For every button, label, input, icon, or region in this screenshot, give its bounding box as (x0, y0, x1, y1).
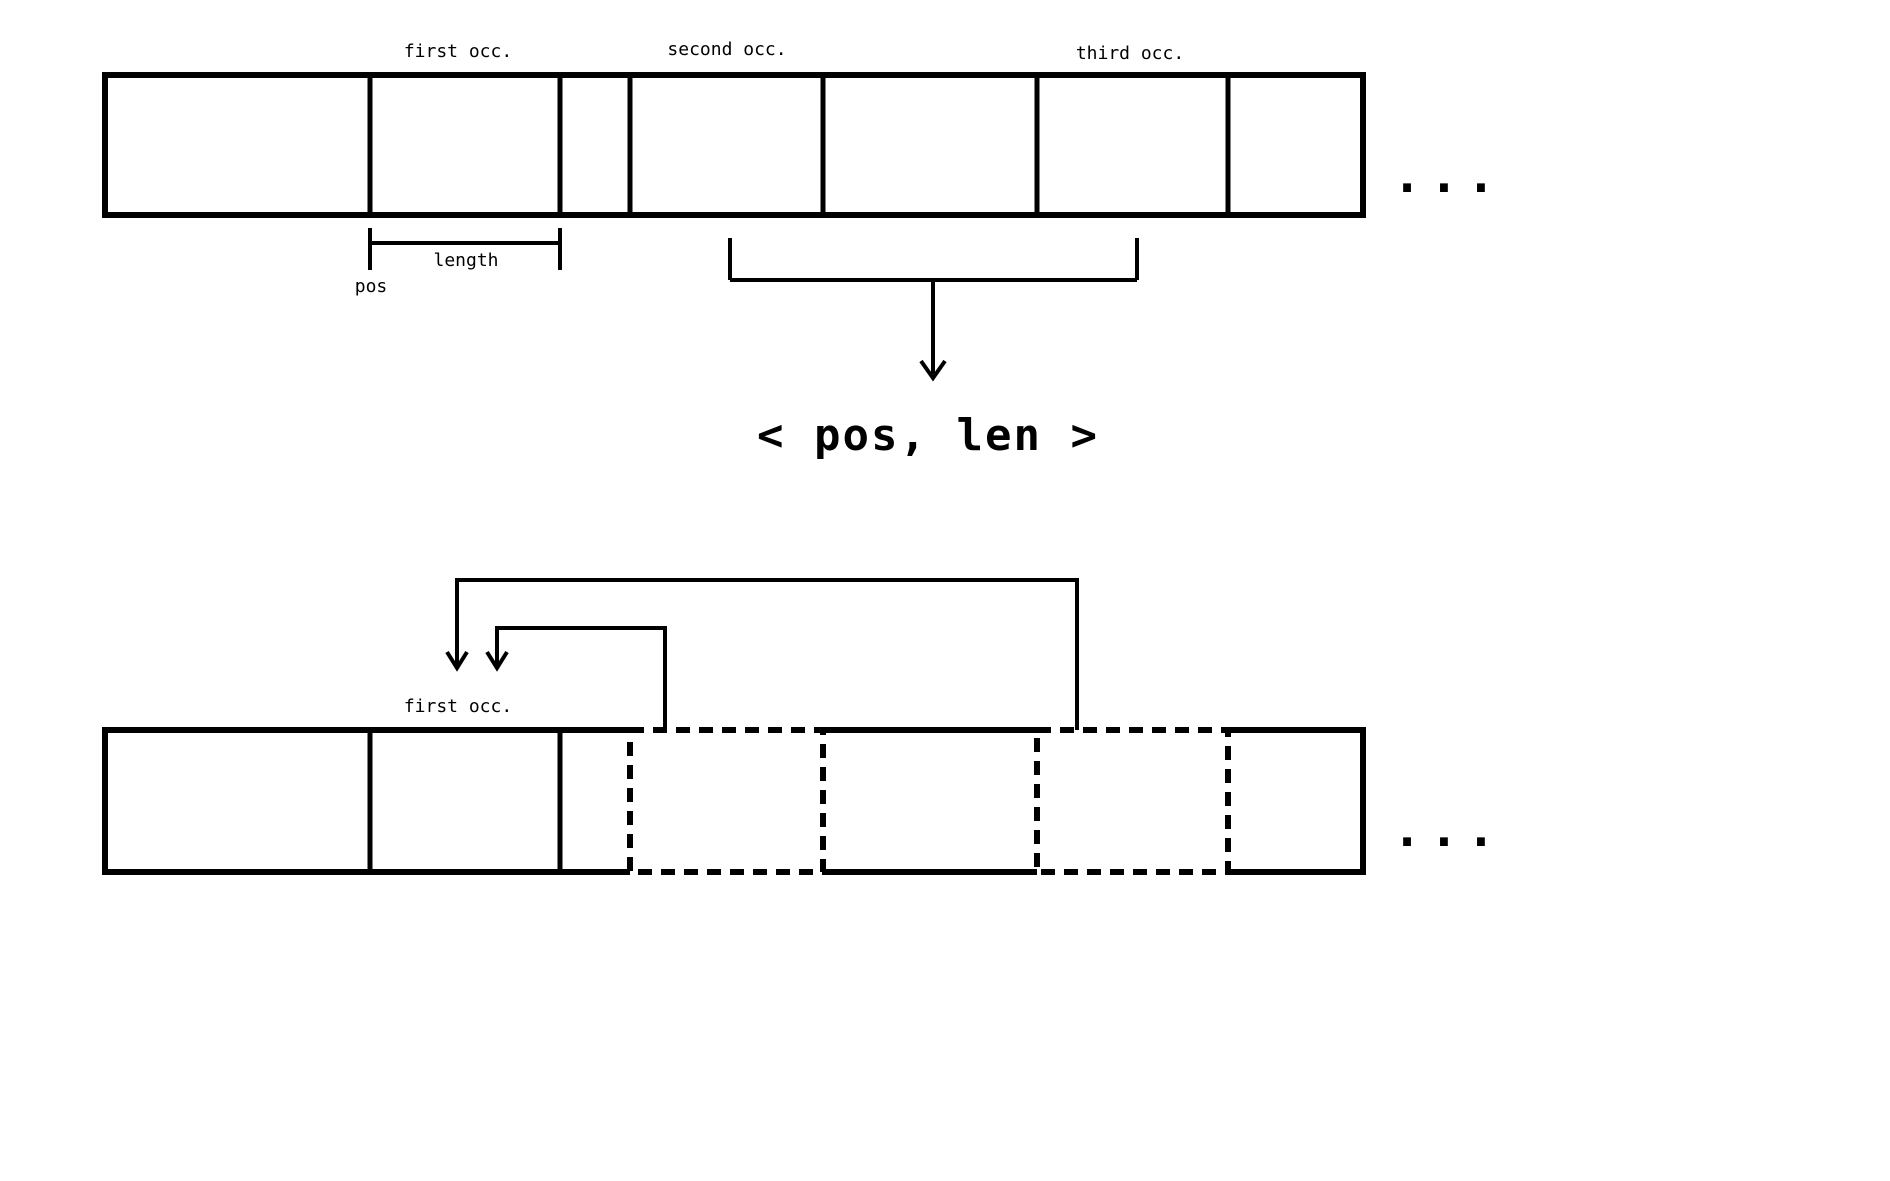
pos-len-pair-text: < pos, len > (757, 410, 1099, 461)
pos-label: pos (355, 276, 388, 297)
dashed-cell-second-occ (627, 727, 826, 875)
first-occ-label-bottom: first occ. (404, 696, 512, 717)
ellipsis-bottom: ... (1393, 802, 1504, 858)
backref-arrow-long (455, 578, 1079, 730)
ellipsis-top: ... (1393, 148, 1504, 204)
backref-arrow-short (495, 626, 667, 730)
dashed-cell-third-occ (1034, 727, 1231, 875)
top-bar-outline (102, 72, 1366, 218)
length-bracket (368, 228, 562, 270)
pair-bracket (728, 238, 1139, 382)
backref-arrowhead-short-icon (485, 650, 509, 672)
bottom-sequence-bar (102, 727, 1366, 875)
top-sequence-bar (102, 72, 1366, 218)
backref-arrowhead-long-icon (445, 650, 469, 672)
second-occ-label: second occ. (667, 39, 786, 60)
length-label: length (433, 250, 498, 271)
pair-arrowhead-icon (919, 359, 947, 382)
first-occ-label-top: first occ. (404, 41, 512, 62)
backreference-arrows (445, 578, 1079, 730)
third-occ-label: third occ. (1076, 43, 1184, 64)
